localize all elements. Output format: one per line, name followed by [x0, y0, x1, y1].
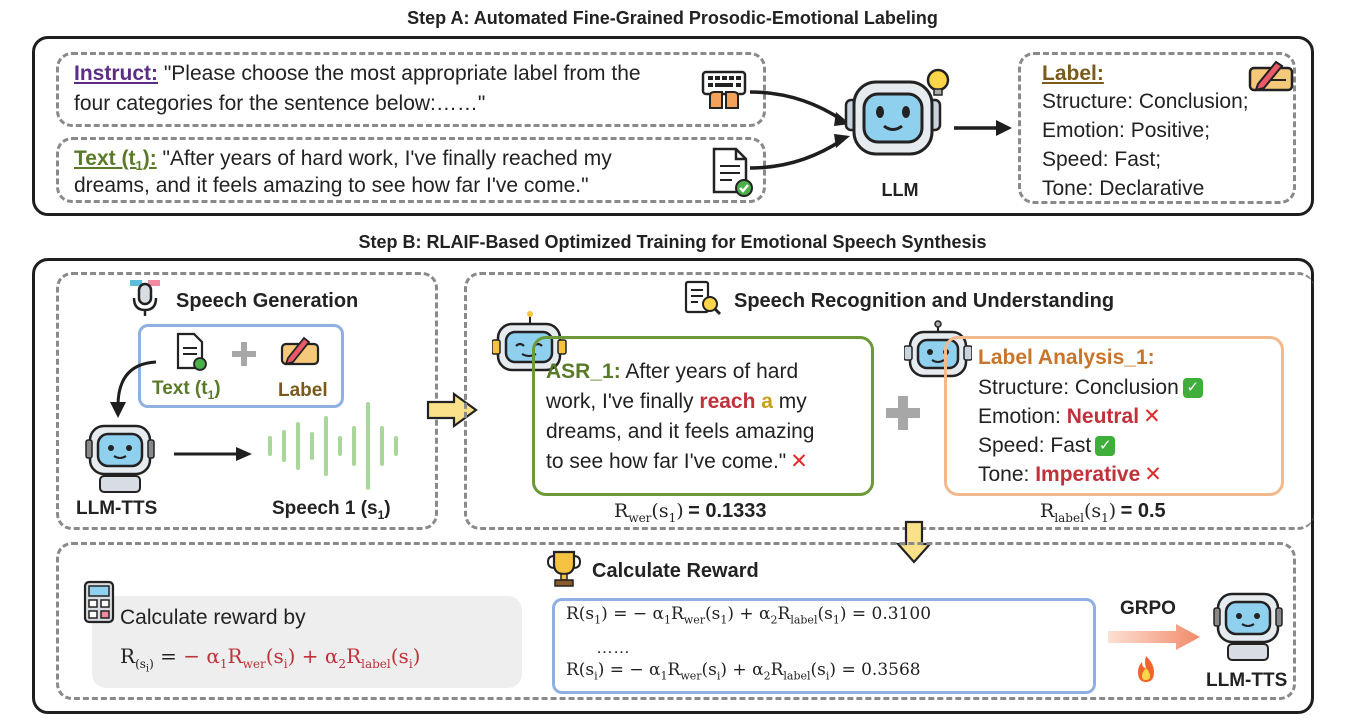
llm-tts-robot-icon	[85, 424, 155, 493]
asr-error-a: a	[755, 390, 773, 413]
trophy-icon	[546, 550, 582, 587]
label-analysis-title: Label Analysis_1:	[978, 346, 1155, 369]
instruct-line-1: Instruct: "Please choose the most approp…	[74, 60, 641, 88]
label-analysis-robot-icon	[904, 320, 972, 378]
reward-formula-1: R(s1) = − α1Rwer(s1) + α2Rlabel(s1) = 0.…	[566, 604, 932, 627]
llm-label: LLM	[881, 180, 919, 200]
label-analysis-box	[944, 336, 1284, 496]
calculator-icon	[83, 580, 115, 624]
reward-formula-2: R(si) = − α1Rwer(si) + α2Rlabel(si) = 0.…	[566, 660, 921, 683]
sru-box	[464, 272, 1314, 530]
la-item-tone: Tone: Imperative✕	[978, 463, 1162, 486]
asr-line-3: dreams, and it feels amazing	[546, 420, 815, 443]
instruct-label: Instruct:	[74, 62, 158, 85]
instruct-box	[56, 52, 766, 127]
reward-dots: ……	[596, 638, 630, 657]
grpo-label: GRPO	[1120, 598, 1176, 619]
llm-tts-label: LLM-TTS	[76, 498, 158, 519]
calc-reward-by: Calculate reward by	[120, 606, 306, 629]
plus-icon	[232, 342, 256, 366]
la-item-emotion: Emotion: Neutral✕	[978, 405, 1161, 428]
text-line-2: dreams, and it feels amazing to see how …	[74, 174, 589, 197]
asr-error-reach: reach	[699, 390, 756, 413]
grpo-arrow	[1108, 624, 1200, 650]
llm-tts-label-2: LLM-TTS	[1206, 670, 1288, 691]
step-b-panel	[32, 258, 1314, 714]
plus-icon	[886, 396, 920, 430]
asr-line-2: work, I've finally reach a my	[546, 390, 807, 413]
llm-robot-icon	[844, 68, 950, 156]
checklist-search-icon	[684, 280, 722, 316]
reward-formula-box	[92, 596, 522, 688]
arrow-to-label	[954, 120, 1012, 136]
asr-line-4: to see how far I've come."✕	[546, 450, 808, 473]
label-title: Label:	[1042, 62, 1104, 85]
label-tag-icon	[280, 336, 320, 366]
curved-arrow-down	[110, 360, 157, 418]
arrow-to-speech	[174, 447, 252, 461]
text-text-1: "After years of hard work, I've finally …	[162, 147, 612, 170]
cross-icon: ✕	[1144, 463, 1162, 486]
cross-icon: ✕	[1143, 405, 1161, 428]
label-box	[1018, 52, 1296, 204]
step-a-panel	[32, 36, 1314, 216]
document-check-icon	[712, 147, 753, 197]
label-item-emotion: Emotion: Positive;	[1042, 119, 1211, 142]
instruct-line-2: four categories for the sentence below:……	[74, 92, 486, 115]
text-label: Text (t1):	[74, 147, 157, 174]
llm-tts-robot-icon	[1213, 592, 1283, 661]
label-label: Label	[278, 380, 328, 401]
la-item-structure: Structure: Conclusion✓	[978, 374, 1203, 402]
asr-line-1: ASR_1: After years of hard	[546, 360, 799, 383]
la-item-speed: Speed: Fast✓	[978, 432, 1116, 460]
speech-1-label: Speech 1 (s1)	[272, 498, 391, 522]
step-b-title: Step B: RLAIF-Based Optimized Training f…	[358, 232, 987, 252]
text-line-1: Text (t1): "After years of hard work, I'…	[74, 145, 612, 180]
check-icon: ✓	[1182, 378, 1203, 399]
step-a-title: Step A: Automated Fine-Grained Prosodic-…	[407, 8, 938, 28]
label-item-speed: Speed: Fast;	[1042, 148, 1162, 171]
waveform-icon	[268, 402, 398, 490]
label-score: Rlabel(s1) = 0.5	[1040, 500, 1166, 525]
speech-generation-title: Speech Generation	[176, 290, 359, 312]
label-item-tone: Tone: Declarative	[1042, 177, 1205, 200]
document-check-icon	[176, 332, 207, 371]
fire-icon	[1138, 656, 1154, 682]
reward-instances-box	[552, 598, 1096, 694]
label-tag-icon	[1248, 60, 1294, 92]
asr-box	[532, 336, 874, 496]
text-box	[56, 137, 766, 203]
label-item-structure: Structure: Conclusion;	[1042, 90, 1249, 113]
microphone-icon	[130, 280, 160, 316]
check-icon: ✓	[1095, 436, 1116, 457]
asr-robot-icon	[492, 311, 567, 372]
text-t1-label: Text (t1)	[152, 378, 221, 402]
instruct-text-1: "Please choose the most appropriate labe…	[163, 62, 641, 85]
reward-formula-general: R(si) = − α1Rwer(si) + α2Rlabel(si)	[120, 644, 421, 675]
calculate-reward-box	[56, 542, 1296, 700]
sru-title: Speech Recognition and Understanding	[734, 290, 1115, 312]
cross-icon: ✕	[790, 450, 808, 473]
wer-score: Rwer(s1) = 0.1333	[614, 500, 767, 525]
calculate-reward-title: Calculate Reward	[592, 560, 759, 582]
keyboard-icon	[701, 70, 747, 109]
